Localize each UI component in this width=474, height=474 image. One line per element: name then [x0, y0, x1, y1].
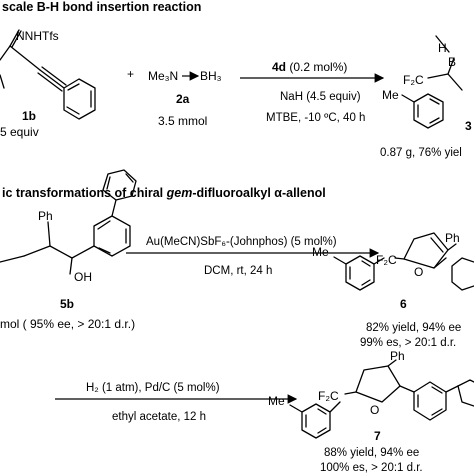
product-7-yield-line1: 88% yield, 94% ee — [324, 447, 419, 459]
product-3-boron: B — [448, 55, 456, 69]
product-3-label: 3 — [465, 119, 472, 133]
conditions-3: ethyl acetate, 12 h — [112, 411, 206, 423]
reagent-2a-amount: 3.5 mmol — [158, 114, 207, 128]
product-7-structure — [289, 359, 474, 439]
product-6-methyl: Me — [312, 245, 329, 259]
substrate-5b-hydroxyl: OH — [74, 270, 92, 284]
product-6-cf2: F₂C — [376, 253, 397, 267]
reagent-amine: Me₃N — [148, 69, 178, 83]
product-7-phenyl: Ph — [390, 349, 405, 363]
substrate-group-label: NNHTfs — [16, 29, 59, 43]
product-7-methyl: Me — [268, 394, 285, 408]
header-scale-up: scale B-H bond insertion reaction — [2, 0, 201, 14]
reagent-2a-label: 2a — [176, 92, 190, 106]
product-7-label: 7 — [374, 429, 381, 443]
base-1: NaH (4.5 equiv) — [280, 91, 361, 103]
product-3-structure — [401, 35, 463, 129]
product-6-yield-line1: 82% yield, 94% ee — [366, 322, 461, 334]
substrate-5b-structure — [0, 169, 137, 275]
product-3-yield: 0.87 g, 76% yiel — [380, 147, 462, 159]
product-7-oxygen: O — [370, 403, 379, 417]
product-3-cf2: F₂C — [403, 73, 424, 87]
substrate-1b-label: 1b — [22, 109, 36, 123]
product-6-yield-line2: 99% es, > 20:1 d.r. — [360, 337, 456, 349]
substrate-5b-phenyl: Ph — [38, 209, 53, 223]
conditions-1: MTBE, -10 ºC, 40 h — [266, 112, 365, 124]
product-6-oxygen: O — [414, 265, 423, 279]
product-6-phenyl: Ph — [445, 231, 460, 245]
header-transformations: ic transformations of chiral gem-difluor… — [2, 186, 326, 200]
catalyst-1: 4d (0.2 mol%) — [272, 60, 347, 74]
conditions-2: DCM, rt, 24 h — [204, 265, 272, 277]
substrate-5b-label: 5b — [60, 297, 74, 311]
reagent-borane: BH₃ — [200, 69, 222, 83]
catalyst-2: Au(MeCN)SbF₆-(Johnphos) (5 mol%) — [146, 236, 337, 248]
product-3-methyl: Me — [382, 88, 399, 102]
product-3-hydrogen: H — [438, 41, 447, 55]
substrate-1b-structure — [0, 29, 96, 120]
product-6-label: 6 — [400, 297, 407, 311]
substrate-1b-amount: 5 equiv — [0, 125, 39, 139]
plus-sign: + — [127, 67, 134, 81]
substrate-5b-note: mol ( 95% ee, > 20:1 d.r.) — [0, 317, 135, 331]
product-6-structure — [333, 232, 474, 291]
product-7-cf2: F₂C — [318, 389, 339, 403]
reagent-3: H₂ (1 atm), Pd/C (5 mol%) — [86, 382, 220, 394]
product-7-yield-line2: 100% es, > 20:1 d.r. — [320, 462, 423, 474]
